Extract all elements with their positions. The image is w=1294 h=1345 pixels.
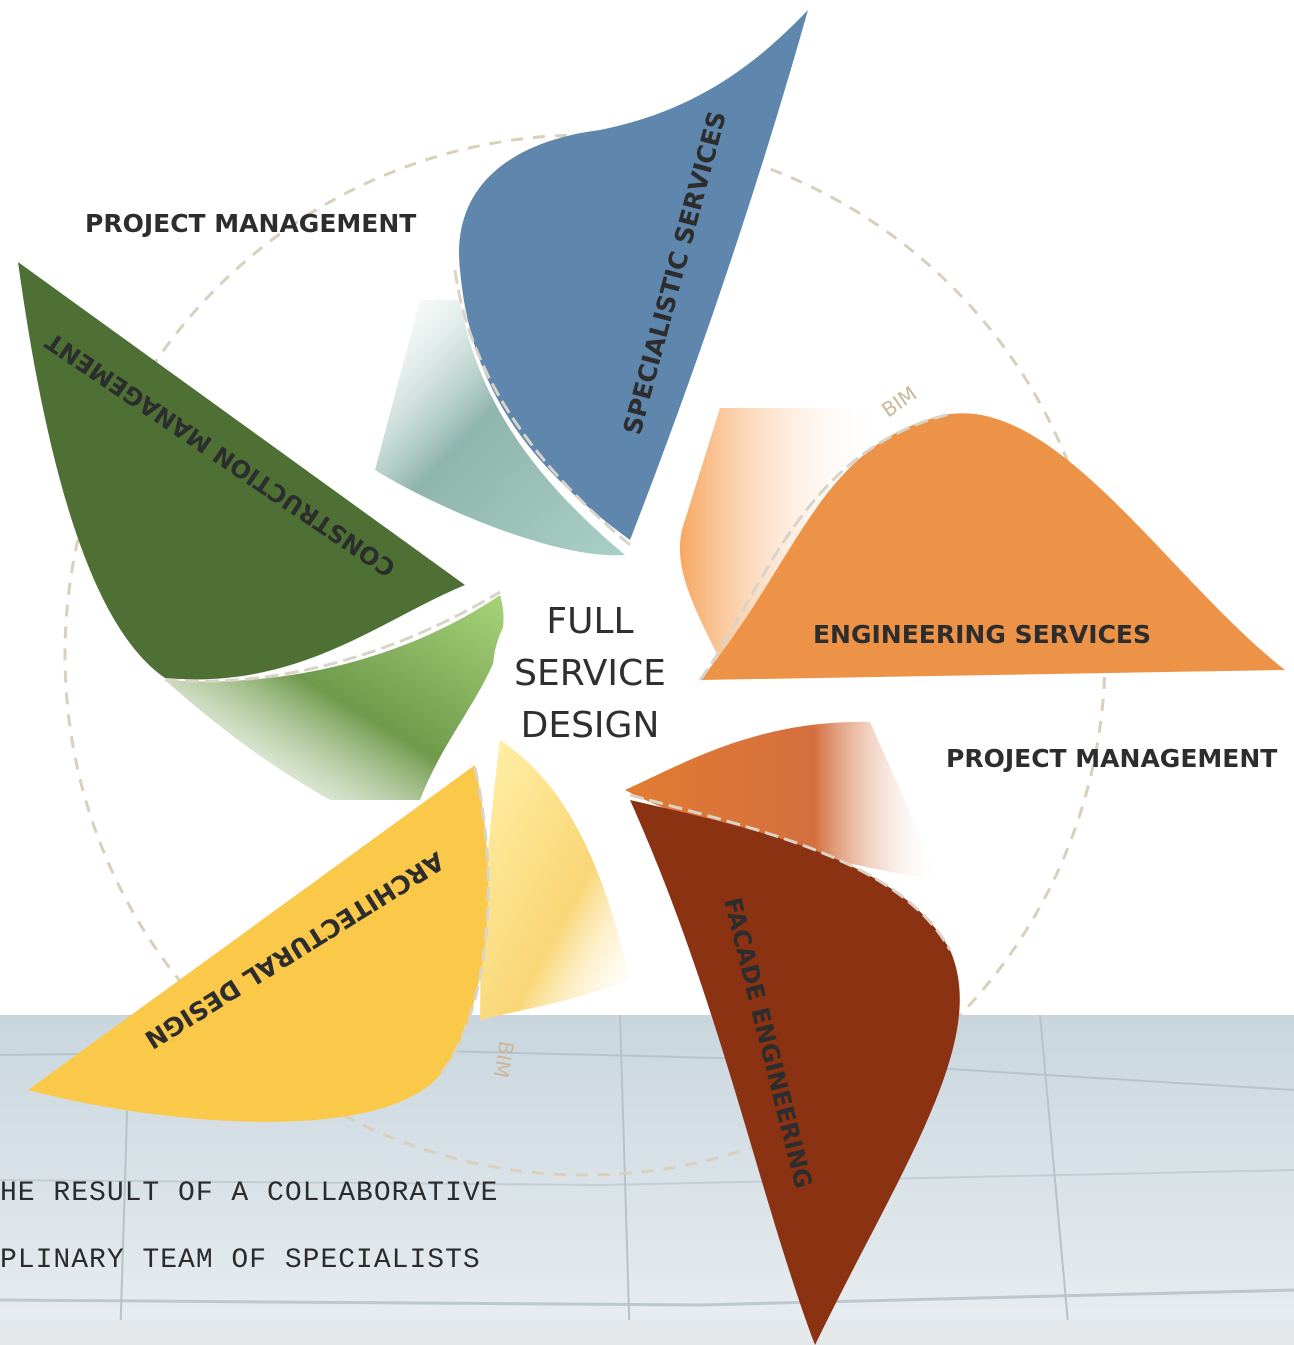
center-hub — [493, 575, 683, 765]
specialistic-underlay — [375, 300, 625, 556]
project-management-right: PROJECT MANAGEMENT — [946, 744, 1277, 773]
bim-top-label: BIM — [877, 381, 921, 422]
facade-petal — [630, 800, 960, 1345]
facade-underlay — [625, 721, 940, 880]
engineering-label: ENGINEERING SERVICES — [813, 620, 1151, 649]
engineering-petal — [700, 413, 1285, 680]
caption-line-2: PLINARY TEAM OF SPECIALISTS — [0, 1245, 481, 1276]
construction-underlay — [165, 595, 504, 800]
background-building — [0, 1014, 1294, 1345]
architectural-petal — [28, 765, 489, 1122]
project-management-top: PROJECT MANAGEMENT — [85, 209, 416, 238]
specialistic-petal — [459, 10, 808, 540]
engineering-underlay — [679, 408, 880, 660]
architectural-underlay — [480, 740, 630, 1020]
petal-seams — [164, 269, 952, 1076]
center-line-2: SERVICE — [514, 653, 666, 694]
caption-line-1: HE RESULT OF A COLLABORATIVE — [0, 1178, 499, 1209]
center-title: FULL SERVICE DESIGN — [514, 601, 666, 746]
construction-petal — [18, 262, 465, 680]
center-line-1: FULL — [546, 601, 633, 642]
center-line-3: DESIGN — [521, 705, 660, 746]
